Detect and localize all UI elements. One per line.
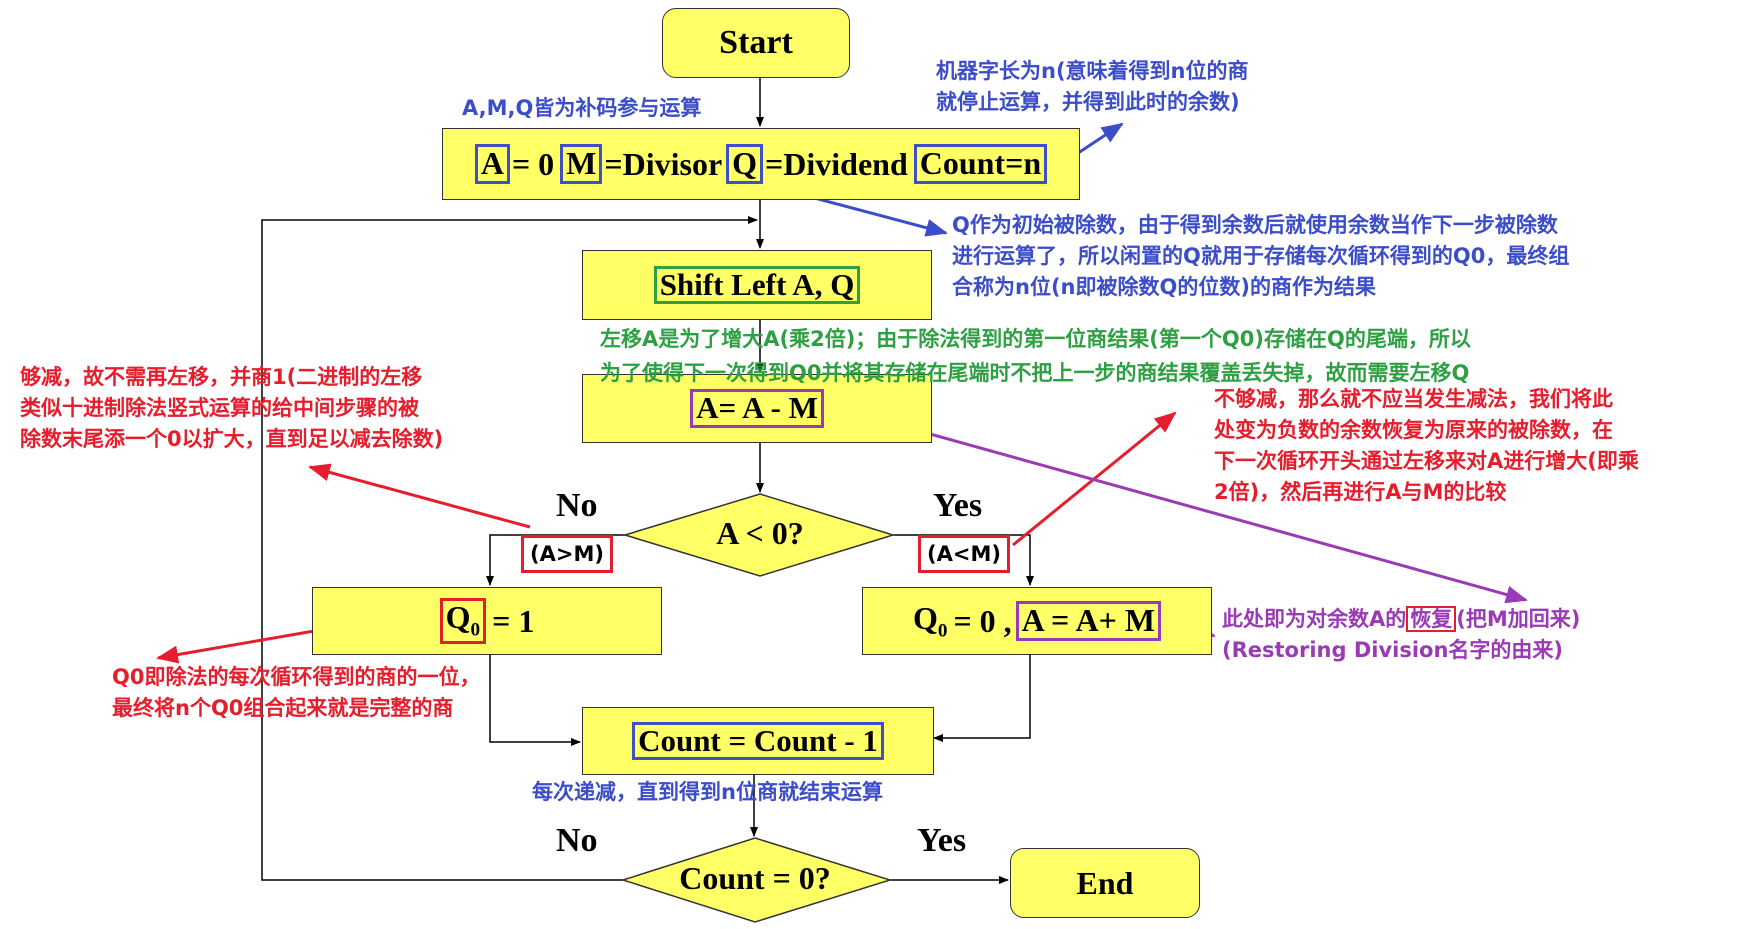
q0-one-node: Q0 = 1 [312, 587, 662, 655]
start-label: Start [719, 24, 793, 61]
restore-label: A = A+ M [1015, 601, 1162, 641]
end-label: End [1076, 864, 1134, 901]
decision-a-negative-label: A < 0? [716, 515, 804, 551]
branch-yes-2: Yes [917, 822, 967, 859]
note-complement: A,M,Q皆为补码参与运算 [462, 96, 702, 120]
branch-no-2: No [556, 822, 598, 859]
q0-one-rest: = 1 [492, 602, 535, 639]
purple-arrow-restore [843, 408, 1528, 604]
q0-zero-var: Q0 [912, 599, 948, 642]
q0-one-var: Q0 [439, 598, 487, 644]
subtract-label: A= A - M [690, 389, 824, 428]
init-q-rest: =Dividend [765, 145, 908, 182]
condition-a-greater-m: (A>M) [521, 535, 613, 573]
branch-yes-1: Yes [933, 487, 983, 524]
end-node: End [1010, 848, 1200, 918]
note-q0: Q0即除法的每次循环得到的商的一位， 最终将n个Q0组合起来就是完整的商 [112, 665, 481, 720]
branch-no-1: No [556, 487, 598, 524]
shift-node: Shift Left A, Q [582, 250, 932, 320]
init-a: A [474, 144, 510, 184]
init-m: M [560, 144, 603, 184]
init-m-rest: =Divisor [604, 145, 723, 182]
edge-q0zero-decrement [933, 655, 1031, 742]
note-not-enough: 不够减，那么就不应当发生减法，我们将此 处变为负数的余数恢复为原来的被除数，在 … [1214, 387, 1639, 504]
condition-a-less-m: (A<M) [918, 535, 1010, 573]
decision-count-zero-label: Count = 0? [679, 860, 831, 896]
note-shift: 左移A是为了增大A(乘2倍)；由于除法得到的第一位商结果(第一个Q0)存储在Q的… [600, 327, 1471, 385]
q0-zero-node: Q0 = 0 , A = A+ M [862, 587, 1212, 655]
note-decrement: 每次递减，直到得到n位商就结束运算 [532, 780, 883, 804]
edge-loop-back [261, 216, 758, 881]
edge-q0one-decrement [489, 655, 581, 746]
note-enough: 够减，故不需再左移，并商1(二进制的左移 类似十进制除法竖式运算的给中间步骤的被… [20, 365, 444, 451]
init-count: Count=n [913, 144, 1048, 184]
note-word-length: 机器字长为n(意味着得到n位的商 就停止运算，并得到此时的余数) [936, 59, 1249, 114]
start-node: Start [662, 8, 850, 78]
decision-count-zero-shape [620, 837, 893, 923]
decrement-label: Count = Count - 1 [632, 721, 884, 761]
note-q-role: Q作为初始被除数，由于得到余数后就使用余数当作下一步被除数 进行运算了，所以闲置… [952, 213, 1570, 299]
decrement-node: Count = Count - 1 [582, 707, 934, 775]
q0-zero-rest: = 0 , [953, 602, 1012, 639]
init-node: A = 0 M =Divisor Q =Dividend Count=n [442, 128, 1080, 200]
restore-keyword: 恢复 [1406, 606, 1457, 633]
note-restore: 此处即为对余数A的恢复(把M加回来) (Restoring Division名字… [1222, 606, 1581, 662]
init-a-rest: = 0 [511, 145, 555, 182]
shift-label: Shift Left A, Q [653, 265, 861, 305]
red-arrow-enough [308, 463, 531, 529]
decision-a-negative-shape [622, 493, 896, 577]
init-q: Q [726, 144, 764, 184]
subtract-node: A= A - M [582, 374, 932, 443]
